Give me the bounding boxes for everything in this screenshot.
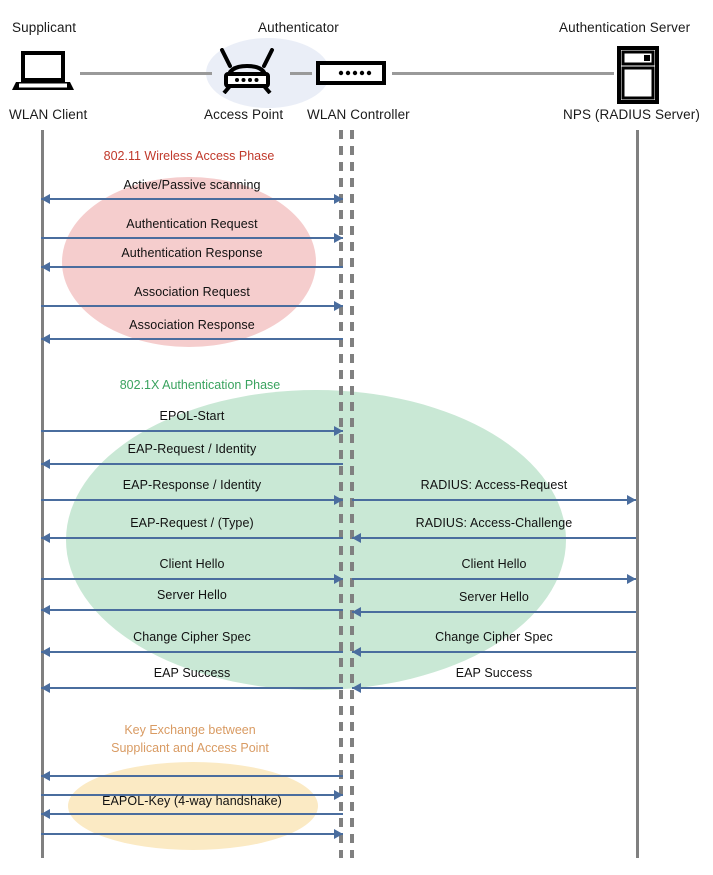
phase-label-key-exchange: Key Exchange between Supplicant and Acce… bbox=[111, 723, 269, 755]
arrowhead-right-icon bbox=[334, 194, 343, 204]
phase-label-80211: 802.11 Wireless Access Phase bbox=[103, 149, 275, 163]
arrowhead-right-icon bbox=[334, 790, 343, 800]
message-line bbox=[352, 499, 636, 501]
arrowhead-left-icon bbox=[41, 459, 50, 469]
server-icon bbox=[617, 46, 659, 104]
arrowhead-left-icon bbox=[41, 334, 50, 344]
phase-ellipse-8021x bbox=[66, 390, 566, 690]
message-label: RADIUS: Access-Challenge bbox=[415, 516, 573, 530]
message-label: Authentication Request bbox=[126, 217, 258, 231]
message-line bbox=[41, 687, 343, 689]
link-controller-to-server bbox=[392, 72, 614, 75]
message-line bbox=[352, 537, 636, 539]
arrowhead-left-icon bbox=[41, 809, 50, 819]
actor-device-wlan-controller: WLAN Controller bbox=[307, 107, 410, 122]
message-line bbox=[352, 578, 636, 580]
lifeline-access-point bbox=[339, 130, 343, 858]
phase-ellipse-80211 bbox=[62, 177, 316, 347]
arrowhead-right-icon bbox=[334, 495, 343, 505]
message-label: Server Hello bbox=[157, 588, 227, 602]
wlan-controller-icon bbox=[316, 60, 386, 86]
message-label: Active/Passive scanning bbox=[123, 178, 261, 192]
arrowhead-left-icon bbox=[41, 647, 50, 657]
message-line bbox=[352, 687, 636, 689]
lifeline-authentication-server bbox=[636, 130, 639, 858]
message-line bbox=[41, 813, 343, 815]
message-line bbox=[41, 198, 343, 200]
message-line bbox=[352, 611, 636, 613]
message-label: Association Response bbox=[129, 318, 255, 332]
arrowhead-right-icon bbox=[334, 233, 343, 243]
arrowhead-left-icon bbox=[352, 607, 361, 617]
arrowhead-left-icon bbox=[352, 647, 361, 657]
message-line bbox=[41, 338, 343, 340]
message-line bbox=[41, 237, 343, 239]
message-line bbox=[41, 305, 343, 307]
message-label: Client Hello bbox=[159, 557, 225, 571]
arrowhead-right-icon bbox=[334, 301, 343, 311]
phase-label-8021x: 802.1X Authentication Phase bbox=[119, 378, 281, 392]
message-label: Change Cipher Spec bbox=[133, 630, 251, 644]
message-label: Client Hello bbox=[461, 557, 527, 571]
message-line bbox=[41, 463, 343, 465]
message-label: Server Hello bbox=[459, 590, 529, 604]
actor-device-nps: NPS (RADIUS Server) bbox=[563, 107, 700, 122]
message-line bbox=[41, 499, 343, 501]
message-label: RADIUS: Access-Request bbox=[420, 478, 568, 492]
message-label: EAP-Request / Identity bbox=[127, 442, 257, 456]
message-line bbox=[41, 266, 343, 268]
access-point-icon bbox=[216, 48, 278, 95]
arrowhead-left-icon bbox=[41, 533, 50, 543]
message-label: EAP Success bbox=[455, 666, 533, 680]
message-line bbox=[352, 651, 636, 653]
actor-role-supplicant: Supplicant bbox=[12, 20, 77, 35]
laptop-icon bbox=[12, 50, 74, 92]
arrowhead-right-icon bbox=[334, 426, 343, 436]
arrowhead-right-icon bbox=[627, 495, 636, 505]
message-label: Change Cipher Spec bbox=[435, 630, 553, 644]
arrowhead-left-icon bbox=[41, 262, 50, 272]
arrowhead-right-icon bbox=[334, 829, 343, 839]
message-label: EPOL-Start bbox=[159, 409, 225, 423]
message-line bbox=[41, 833, 343, 835]
message-line bbox=[41, 609, 343, 611]
arrowhead-left-icon bbox=[41, 605, 50, 615]
message-label: Association Request bbox=[134, 285, 250, 299]
arrowhead-right-icon bbox=[627, 574, 636, 584]
actor-role-authenticator: Authenticator bbox=[258, 20, 339, 35]
link-client-to-ap bbox=[80, 72, 212, 75]
message-label: Authentication Response bbox=[121, 246, 263, 260]
message-line bbox=[41, 430, 343, 432]
arrowhead-left-icon bbox=[352, 533, 361, 543]
lifeline-supplicant bbox=[41, 130, 44, 858]
arrowhead-left-icon bbox=[352, 683, 361, 693]
actor-role-authentication-server: Authentication Server bbox=[559, 20, 691, 35]
arrowhead-right-icon bbox=[334, 574, 343, 584]
lifeline-wlan-controller bbox=[350, 130, 354, 858]
message-label: EAP Success bbox=[153, 666, 231, 680]
message-line bbox=[41, 578, 343, 580]
actor-device-wlan-client: WLAN Client bbox=[9, 107, 88, 122]
message-label: EAP-Request / (Type) bbox=[130, 516, 254, 530]
actor-device-access-point: Access Point bbox=[204, 107, 284, 122]
link-ap-to-controller bbox=[290, 72, 312, 75]
message-line bbox=[41, 651, 343, 653]
arrowhead-left-icon bbox=[41, 771, 50, 781]
message-line bbox=[41, 794, 343, 796]
message-label: EAPOL-Key (4-way handshake) bbox=[102, 794, 282, 808]
message-line bbox=[41, 775, 343, 777]
message-label: EAP-Response / Identity bbox=[122, 478, 262, 492]
message-line bbox=[41, 537, 343, 539]
arrowhead-left-icon bbox=[41, 683, 50, 693]
arrowhead-left-icon bbox=[41, 194, 50, 204]
